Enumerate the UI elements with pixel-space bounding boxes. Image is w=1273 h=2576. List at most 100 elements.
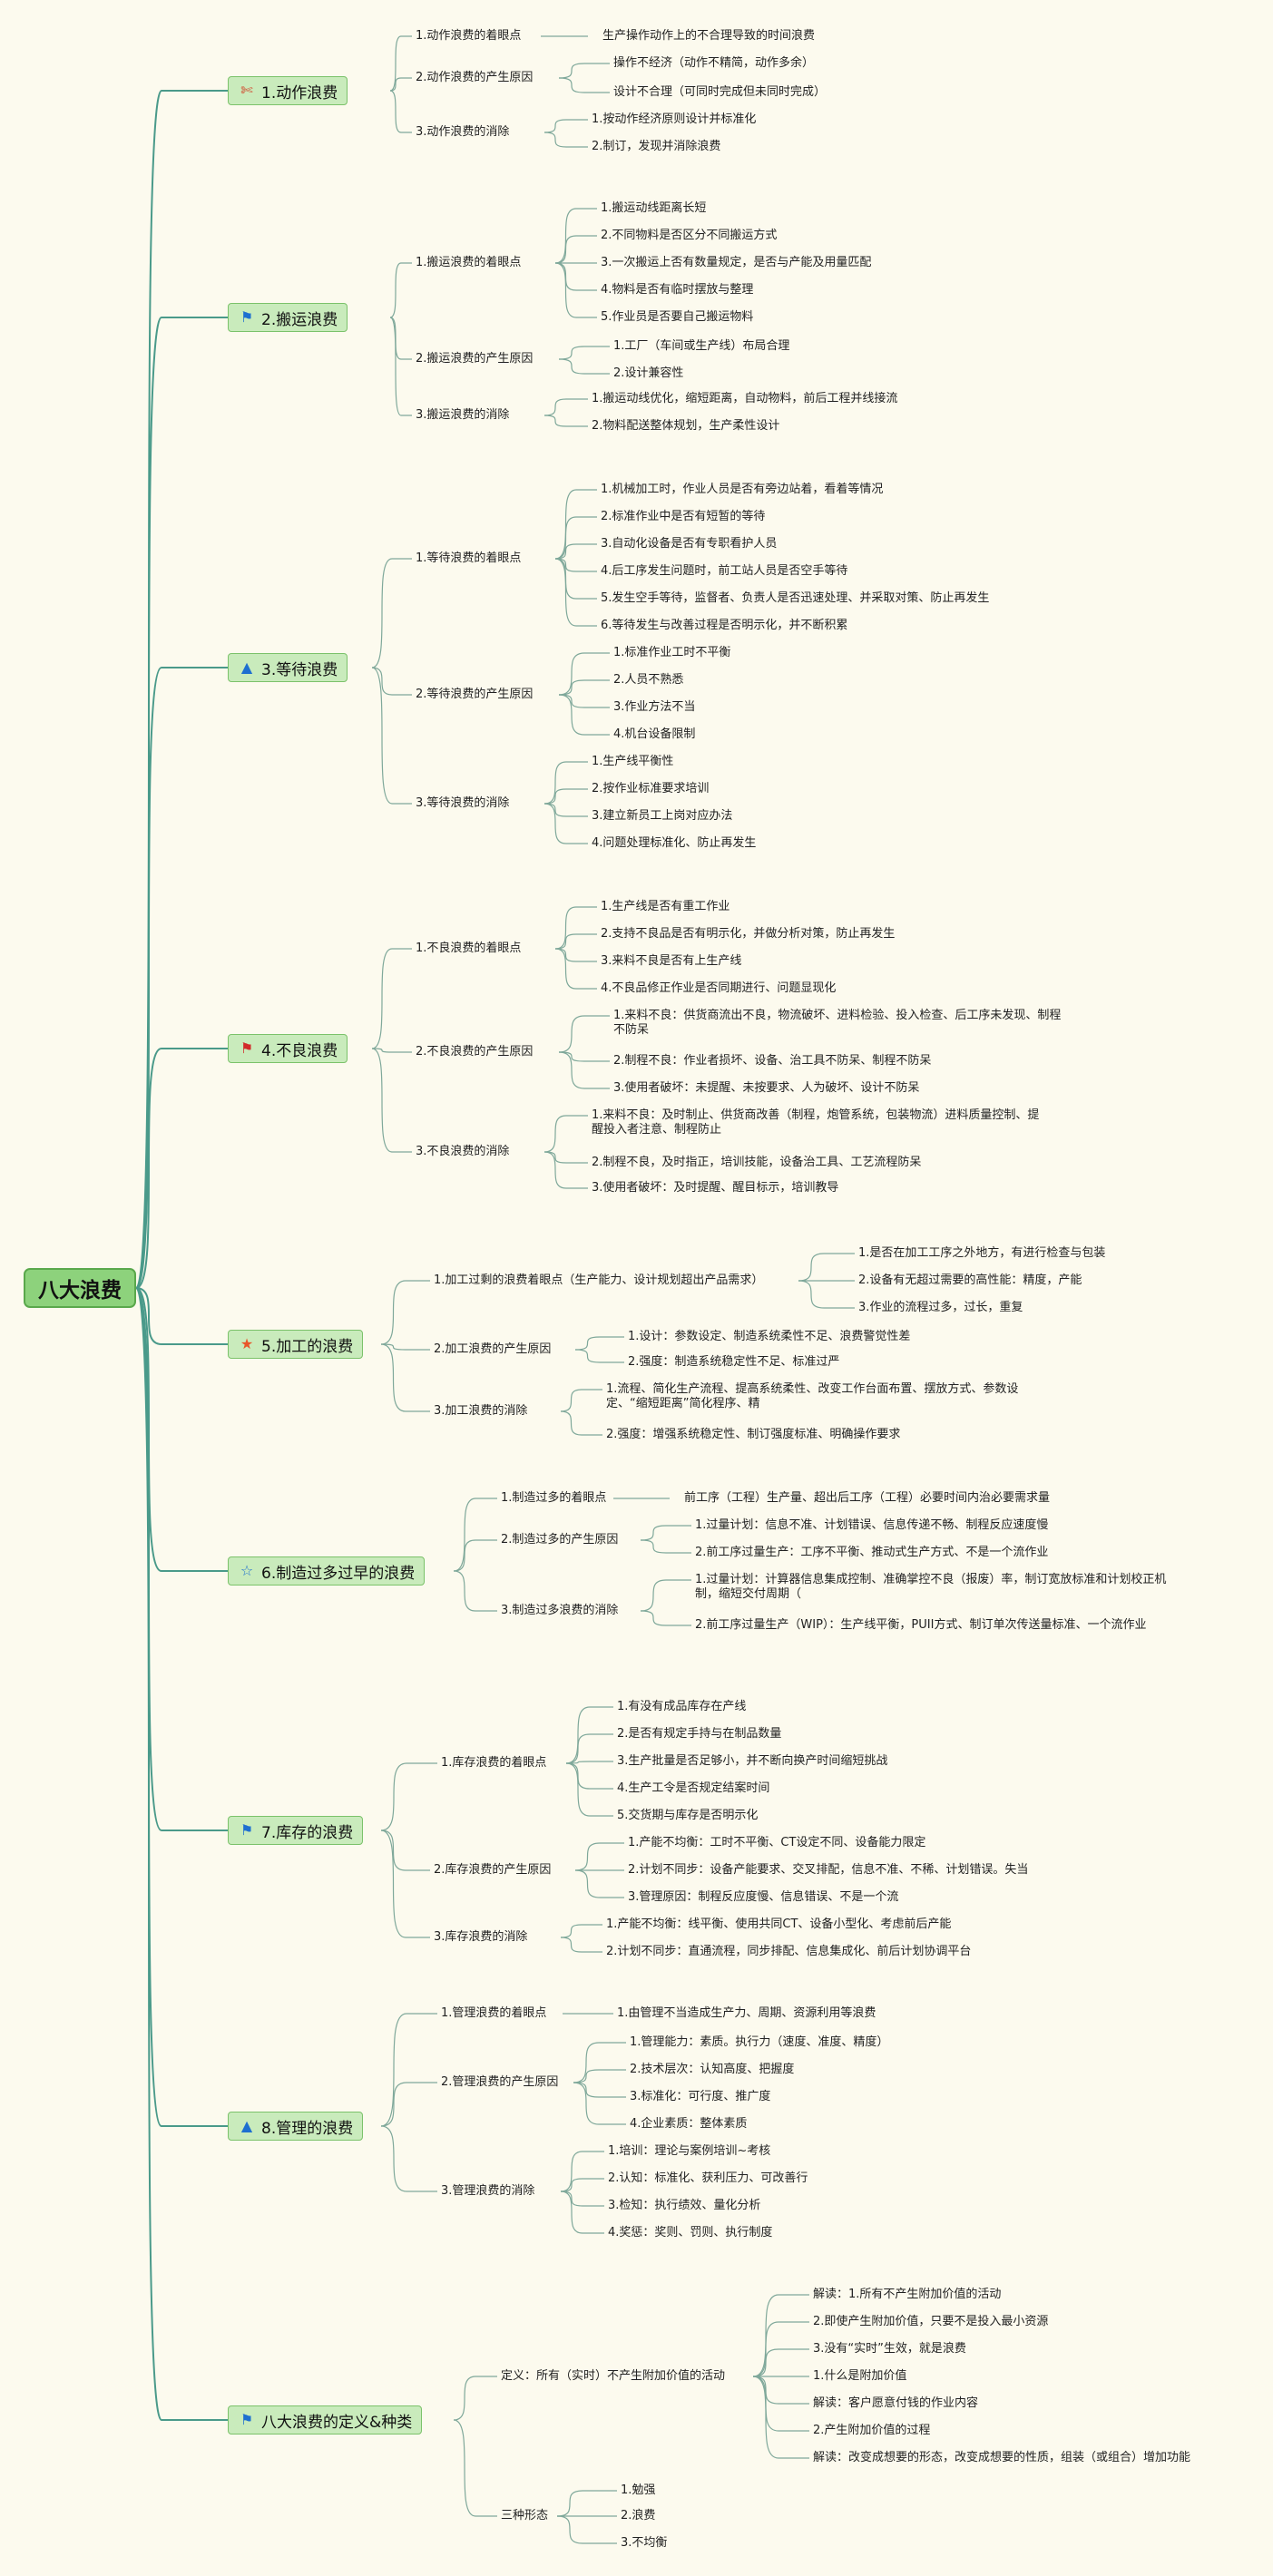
- branch-2[interactable]: ⚑2.搬运浪费: [228, 303, 348, 332]
- b6-remedy[interactable]: 3.制造过多浪费的消除: [501, 1604, 619, 1617]
- b2-focus[interactable]: 1.搬运浪费的着眼点: [416, 256, 522, 269]
- connector-line: [560, 1410, 602, 1436]
- b7-remedy[interactable]: 3.库存浪费的消除: [434, 1930, 528, 1944]
- connector-line: [798, 1280, 855, 1309]
- b4-focus-item: 2.支持不良品是否有明示化，并做分析对策，防止再发生: [601, 927, 896, 941]
- connector-line: [380, 2013, 437, 2127]
- b8-cause-item: 4.企业素质：整体素质: [630, 2117, 748, 2131]
- connector-line: [554, 558, 597, 627]
- b7-focus[interactable]: 1.库存浪费的着眼点: [441, 1756, 547, 1770]
- branch-4[interactable]: ⚑4.不良浪费: [228, 1034, 348, 1063]
- branch-9[interactable]: ⚑八大浪费的定义&种类: [228, 2405, 423, 2435]
- connector-line: [560, 1924, 602, 1938]
- connector-line: [554, 262, 597, 318]
- b9-definition[interactable]: 定义：所有（实时）不产生附加价值的活动: [501, 2369, 726, 2383]
- connector-line: [573, 2069, 626, 2083]
- b7-cause[interactable]: 2.库存浪费的产生原因: [434, 1863, 552, 1877]
- connector-line: [135, 1287, 228, 1345]
- connector-line: [558, 694, 610, 736]
- b3-remedy-item: 3.建立新员工上岗对应办法: [592, 809, 733, 823]
- b6-cause-item: 2.前工序过量生产：工序不平衡、推动式生产方式、不是一个流作业: [695, 1546, 1049, 1559]
- b1-cause[interactable]: 2.动作浪费的产生原因: [416, 71, 534, 84]
- b4-cause[interactable]: 2.不良浪费的产生原因: [416, 1045, 534, 1059]
- b7-focus-item: 5.交货期与库存是否明示化: [617, 1809, 759, 1822]
- connector-line: [565, 1762, 613, 1790]
- b3-focus[interactable]: 1.等待浪费的着眼点: [416, 551, 522, 565]
- b5-remedy[interactable]: 3.加工浪费的消除: [434, 1404, 528, 1418]
- branch-6[interactable]: ☆6.制造过多过早的浪费: [228, 1556, 426, 1586]
- connector-line: [554, 906, 597, 950]
- tools-icon: ✄: [240, 82, 253, 99]
- b6-focus[interactable]: 1.制造过多的着眼点: [501, 1491, 607, 1505]
- b5-cause-item: 1.设计：参数设定、制造系统柔性不足、浪费警觉性差: [628, 1330, 911, 1343]
- branch-5[interactable]: ★5.加工的浪费: [228, 1330, 364, 1359]
- b1-focus[interactable]: 1.动作浪费的着眼点: [416, 29, 522, 43]
- branch-6-label: 6.制造过多过早的浪费: [261, 1564, 416, 1583]
- connector-line: [558, 358, 610, 375]
- b4-remedy[interactable]: 3.不良浪费的消除: [416, 1145, 510, 1158]
- connector-line: [380, 1343, 430, 1412]
- b9-definition-item: 解读：改变成想要的形态，改变成想要的性质，组装（或组合）增加功能: [813, 2451, 1191, 2464]
- connector-line: [453, 1539, 497, 1572]
- connector-line: [573, 2082, 626, 2098]
- branch-1[interactable]: ✄1.动作浪费: [228, 76, 348, 105]
- b8-cause-item: 2.技术层次：认知高度、把握度: [630, 2063, 795, 2076]
- connector-line: [560, 1937, 602, 1953]
- connector-line: [560, 2178, 604, 2192]
- b3-cause-item: 1.标准作业工时不平衡: [613, 646, 731, 659]
- connector-line: [371, 558, 412, 668]
- b9-forms[interactable]: 三种形态: [501, 2509, 549, 2522]
- connector-line: [558, 679, 610, 696]
- connector-line: [558, 1051, 610, 1089]
- b8-focus[interactable]: 1.管理浪费的着眼点: [441, 2006, 547, 2020]
- connector-line: [380, 1343, 430, 1351]
- b2-focus-item: 2.不同物料是否区分不同搬运方式: [601, 229, 778, 242]
- b3-cause-item: 4.机台设备限制: [613, 727, 696, 741]
- b2-cause[interactable]: 2.搬运浪费的产生原因: [416, 352, 534, 366]
- b8-cause[interactable]: 2.管理浪费的产生原因: [441, 2075, 559, 2089]
- b5-cause[interactable]: 2.加工浪费的产生原因: [434, 1342, 552, 1356]
- b5-focus-item: 3.作业的流程过多，过长，重复: [858, 1301, 1023, 1314]
- connector-line: [389, 262, 412, 318]
- b3-cause[interactable]: 2.等待浪费的产生原因: [416, 688, 534, 701]
- connector-line: [389, 77, 412, 92]
- b1-remedy[interactable]: 3.动作浪费的消除: [416, 125, 510, 139]
- b2-focus-item: 4.物料是否有临时摆放与整理: [601, 283, 754, 297]
- connector-line: [543, 1151, 588, 1189]
- connector-line: [574, 1869, 624, 1898]
- b3-focus-item: 2.标准作业中是否有短暂的等待: [601, 510, 766, 523]
- connector-line: [543, 1115, 588, 1153]
- b7-cause-item: 1.产能不均衡：工时不平衡、CT设定不同、设备能力限定: [628, 1836, 926, 1849]
- connector-line: [371, 1048, 412, 1153]
- b4-cause-item: 1.来料不良：供货商流出不良，物流破坏、进料检验、投入检查、后工序未发现、制程不…: [613, 1009, 1062, 1037]
- connector-line: [389, 317, 412, 416]
- connector-line: [543, 803, 588, 844]
- b3-remedy-item: 1.生产线平衡性: [592, 755, 674, 768]
- connector-line: [453, 2419, 497, 2517]
- b7-cause-item: 2.计划不同步：设备产能要求、交叉排配，信息不准、不稀、计划错误。失当: [628, 1863, 1029, 1877]
- connector-line: [565, 1706, 613, 1764]
- b5-remedy-item: 2.强度：增强系统稳定性、制订强度标准、明确操作要求: [606, 1428, 901, 1441]
- b8-remedy[interactable]: 3.管理浪费的消除: [441, 2184, 535, 2198]
- b2-remedy[interactable]: 3.搬运浪费的消除: [416, 408, 510, 422]
- connector-line: [543, 803, 588, 817]
- root-node[interactable]: 八大浪费: [24, 1268, 136, 1308]
- connector-line: [565, 1762, 613, 1817]
- b1-remedy-item: 2.制订，发现并消除浪费: [592, 140, 721, 153]
- connector-line: [135, 1048, 228, 1289]
- b3-focus-item: 1.机械加工时，作业人员是否有旁边站着，看着等情况: [601, 483, 884, 496]
- b5-focus[interactable]: 1.加工过剩的浪费着眼点（生产能力、设计规划超出产品需求）: [434, 1273, 764, 1287]
- b8-remedy-item: 2.认知：标准化、获利压力、可改善行: [608, 2171, 808, 2185]
- connector-line: [135, 1287, 228, 1831]
- b4-focus[interactable]: 1.不良浪费的着眼点: [416, 942, 522, 955]
- b3-cause-item: 2.人员不熟悉: [613, 673, 684, 687]
- branch-8[interactable]: ▲8.管理的浪费: [228, 2112, 364, 2141]
- b3-remedy[interactable]: 3.等待浪费的消除: [416, 796, 510, 810]
- b6-cause[interactable]: 2.制造过多的产生原因: [501, 1533, 619, 1547]
- branch-8-label: 8.管理的浪费: [261, 2119, 354, 2138]
- connector-line: [554, 208, 597, 264]
- connector-line: [543, 398, 588, 416]
- branch-3[interactable]: ▲3.等待浪费: [228, 653, 348, 682]
- branch-7[interactable]: ⚑7.库存的浪费: [228, 1816, 364, 1845]
- b2-cause-item: 2.设计兼容性: [613, 366, 684, 380]
